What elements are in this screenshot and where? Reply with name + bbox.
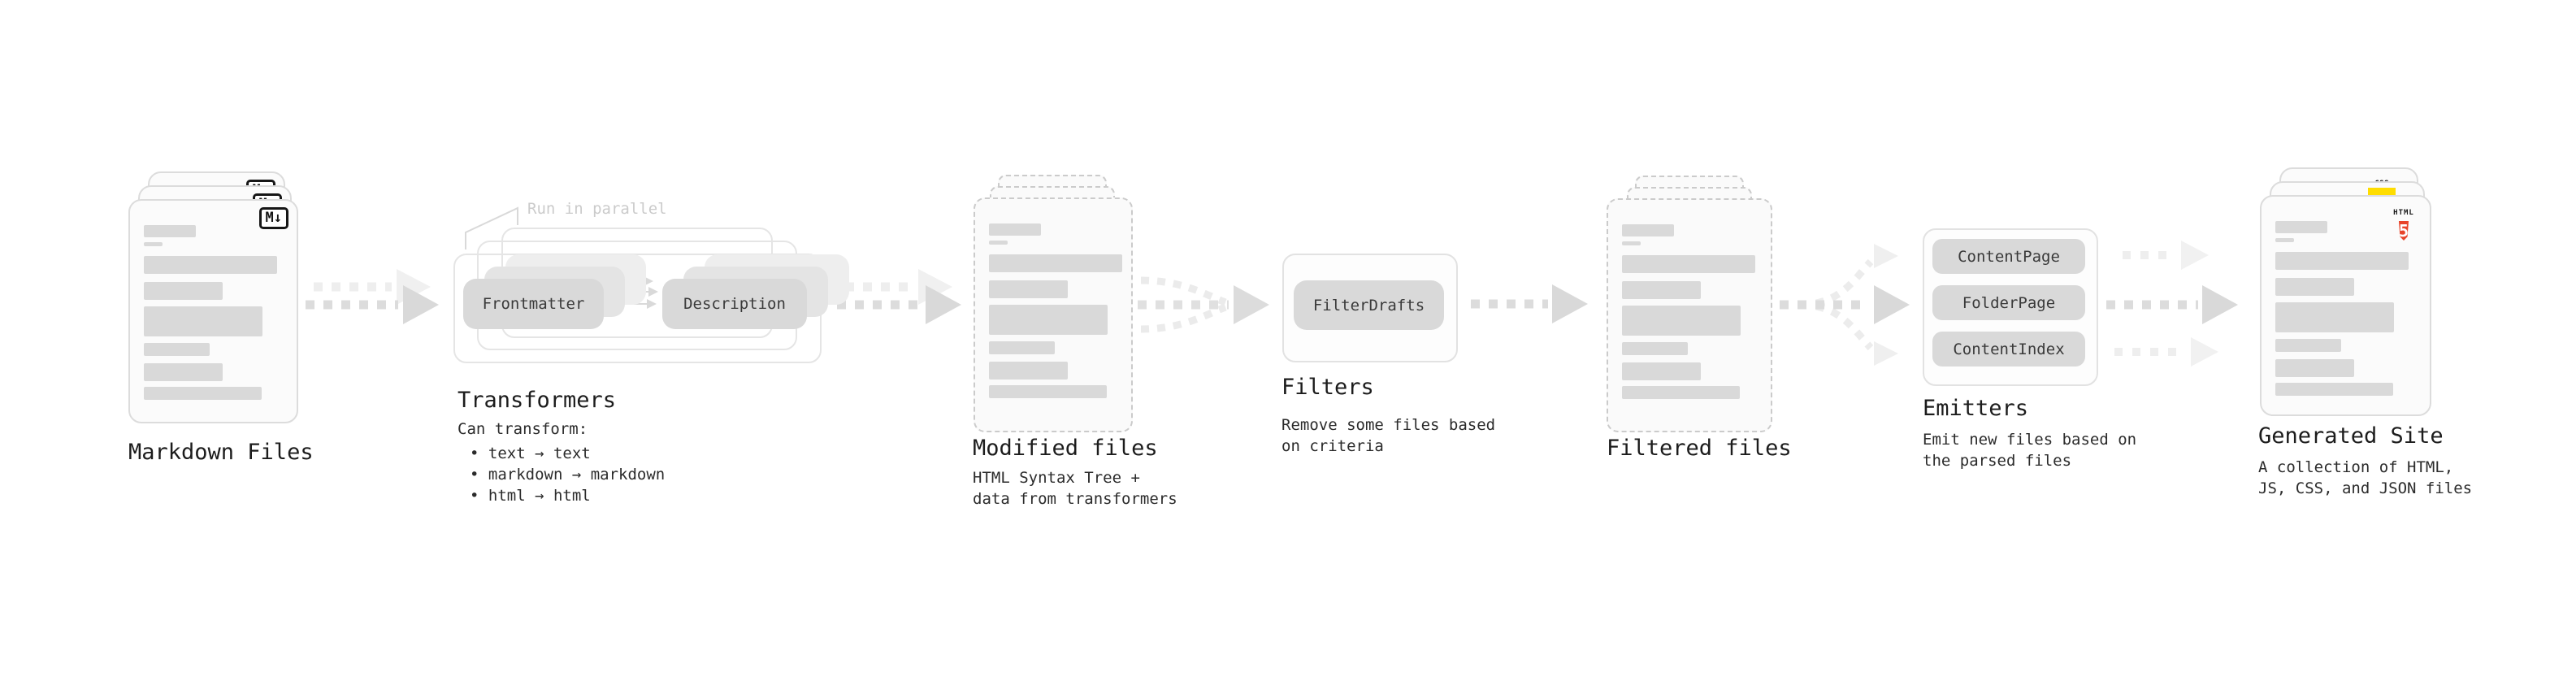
- content-placeholder-bar: [2275, 278, 2354, 296]
- description-pill: Description: [662, 279, 807, 329]
- filterdrafts-pill: FilterDrafts: [1294, 280, 1444, 330]
- arrow-transformers-to-modified-icon: [837, 269, 961, 324]
- html5-icon-shield: 5: [2398, 221, 2409, 241]
- transformers-bullet: • html → html: [470, 487, 591, 505]
- modified-files-card: [974, 197, 1133, 432]
- transformers-subtitle: Can transform:: [458, 420, 588, 438]
- content-placeholder-bar: [989, 341, 1055, 354]
- content-placeholder-bar: [2275, 221, 2327, 233]
- subtitle-line: data from transformers: [973, 490, 1177, 508]
- content-placeholder-bar: [1622, 281, 1701, 299]
- html5-icon: HTML 5: [2389, 202, 2418, 244]
- arrows-emitters-to-generated-icon: [2106, 241, 2238, 367]
- subtitle-line: Emit new files based on: [1923, 431, 2137, 449]
- content-placeholder-bar: [989, 241, 1008, 245]
- filtered-files-title: Filtered files: [1607, 436, 1792, 461]
- emitter-pill: ContentPage: [1932, 239, 2085, 274]
- filtered-files-card: [1607, 198, 1772, 432]
- content-placeholder-bar: [989, 385, 1107, 398]
- content-placeholder-bar: [144, 343, 210, 356]
- content-placeholder-bar: [989, 254, 1122, 272]
- content-placeholder-bar: [1622, 362, 1701, 380]
- generated-site-subtitle: A collection of HTML, JS, CSS, and JSON …: [2258, 457, 2472, 499]
- file-card: HTML 5: [2260, 195, 2431, 416]
- content-placeholder-bar: [2275, 238, 2294, 242]
- arrow-markdown-to-transformers-icon: [306, 269, 439, 324]
- subtitle-line: on criteria: [1281, 437, 1384, 455]
- modified-files-title: Modified files: [973, 436, 1158, 461]
- transformers-title: Transformers: [458, 388, 617, 413]
- arrow-filters-to-filtered-icon: [1471, 284, 1588, 323]
- content-placeholder-bar: [144, 282, 223, 300]
- content-placeholder-bar: [989, 362, 1068, 380]
- modified-files-subtitle: HTML Syntax Tree + data from transformer…: [973, 467, 1177, 510]
- content-placeholder-bar: [989, 305, 1108, 335]
- subtitle-line: the parsed files: [1923, 452, 2072, 470]
- content-placeholder-bar: [1622, 386, 1740, 399]
- emitter-pill: ContentIndex: [1932, 332, 2085, 367]
- generated-site-title: Generated Site: [2258, 423, 2444, 449]
- content-placeholder-bar: [1622, 306, 1741, 336]
- emitters-title: Emitters: [1923, 396, 2029, 421]
- content-placeholder-bar: [1622, 241, 1641, 245]
- emitters-subtitle: Emit new files based on the parsed files: [1923, 429, 2136, 471]
- subtitle-line: A collection of HTML,: [2258, 458, 2454, 476]
- arrow-modified-to-filters-icon: [1138, 276, 1269, 333]
- transformers-bullet: • text → text: [470, 445, 591, 462]
- content-placeholder-bar: [144, 306, 262, 336]
- arrow-filtered-to-emitters-icon: [1780, 244, 1910, 366]
- run-in-parallel-label: Run in parallel: [527, 200, 667, 218]
- content-placeholder-bar: [144, 225, 196, 237]
- content-placeholder-bar: [144, 242, 163, 246]
- content-placeholder-bar: [144, 387, 262, 400]
- markdown-files-title: Markdown Files: [128, 440, 314, 465]
- subtitle-line: Remove some files based: [1281, 416, 1496, 434]
- content-placeholder-bar: [2275, 359, 2354, 377]
- content-placeholder-bar: [2275, 302, 2394, 332]
- content-placeholder-bar: [2275, 252, 2409, 270]
- content-placeholder-bar: [144, 363, 223, 381]
- filters-subtitle: Remove some files based on criteria: [1281, 414, 1495, 457]
- content-placeholder-bar: [1622, 224, 1674, 236]
- subtitle-line: JS, CSS, and JSON files: [2258, 479, 2473, 497]
- content-placeholder-bar: [1622, 255, 1755, 273]
- frontmatter-pill: Frontmatter: [463, 279, 604, 329]
- content-placeholder-bar: [989, 223, 1041, 236]
- subtitle-line: HTML Syntax Tree +: [973, 469, 1140, 487]
- content-placeholder-bar: [144, 256, 277, 274]
- content-placeholder-bar: [2275, 383, 2393, 396]
- filters-title: Filters: [1281, 375, 1374, 400]
- file-card: M↓: [128, 199, 298, 423]
- callout-line: [465, 206, 518, 249]
- transformers-bullet: • markdown → markdown: [470, 466, 666, 484]
- content-placeholder-bar: [989, 280, 1068, 298]
- content-placeholder-bar: [2275, 339, 2341, 352]
- content-placeholder-bar: [1622, 342, 1688, 355]
- markdown-icon: M↓: [258, 207, 288, 229]
- html5-icon-label: HTML: [2393, 209, 2414, 217]
- emitter-pill: FolderPage: [1932, 285, 2085, 320]
